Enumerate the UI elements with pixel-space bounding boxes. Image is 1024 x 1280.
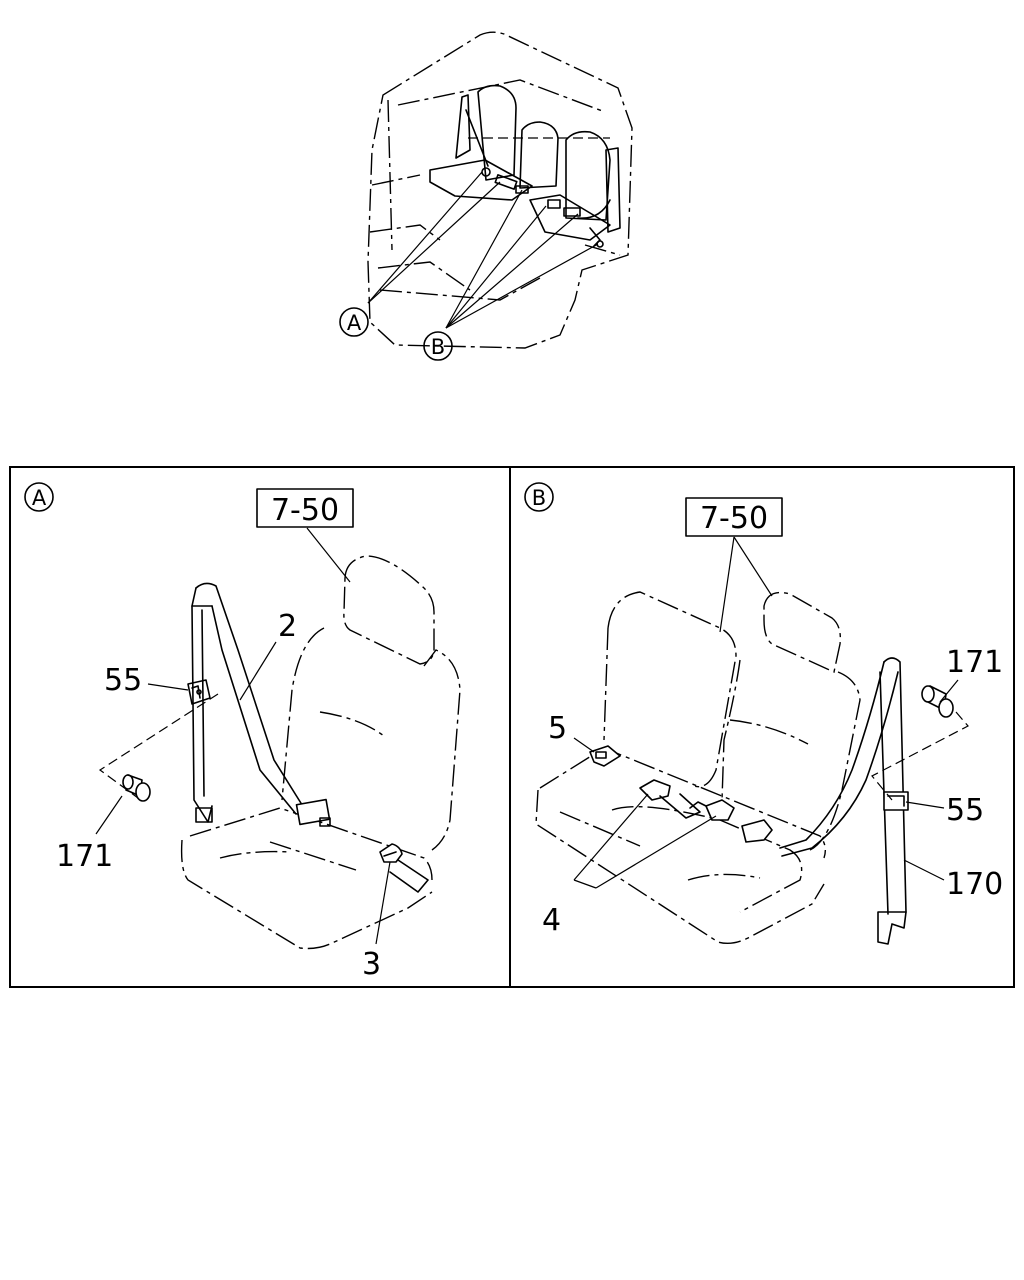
part-2-label: 2 (278, 609, 297, 644)
panel-a-badge: A (24, 482, 54, 512)
callout-a-label: A (347, 311, 362, 335)
panel-a-buckle (379, 843, 429, 893)
part-171-label-b: 171 (946, 645, 1003, 680)
panel-b-shoulder-belt (741, 657, 909, 945)
panel-a-seat (180, 555, 461, 950)
panel-b-seats (535, 591, 861, 945)
panel-b-badge-label: B (532, 486, 546, 510)
callout-b: B (423, 331, 453, 361)
part-170-label: 170 (946, 867, 1003, 902)
panel-a: A 7-50 (24, 482, 461, 982)
part-171-label: 171 (56, 839, 113, 874)
panel-b-badge: B (524, 482, 554, 512)
detail-frame (9, 466, 1015, 988)
panel-a-ref-box: 7-50 (256, 488, 354, 528)
panel-b-buckle (589, 745, 621, 767)
panel-b: B 7-50 (524, 482, 1003, 945)
panel-b-bolt (921, 685, 954, 718)
panel-a-ref-label: 7-50 (271, 493, 339, 528)
part-4-label: 4 (542, 903, 561, 938)
cab-overview: A B (339, 31, 633, 361)
panel-b-ref-label: 7-50 (700, 501, 768, 536)
panel-a-bolt (122, 774, 151, 802)
panel-a-anchor-plate (187, 679, 211, 705)
panel-b-lap-belt (639, 779, 735, 821)
callout-b-label: B (431, 335, 445, 359)
part-5-label: 5 (548, 711, 567, 746)
part-55-label: 55 (104, 663, 142, 698)
part-3-label: 3 (362, 947, 381, 982)
callout-a: A (339, 307, 369, 337)
panel-a-belt (191, 582, 331, 827)
panel-a-badge-label: A (32, 486, 47, 510)
part-55-label-b: 55 (946, 793, 984, 828)
panel-b-ref-box: 7-50 (685, 497, 783, 537)
